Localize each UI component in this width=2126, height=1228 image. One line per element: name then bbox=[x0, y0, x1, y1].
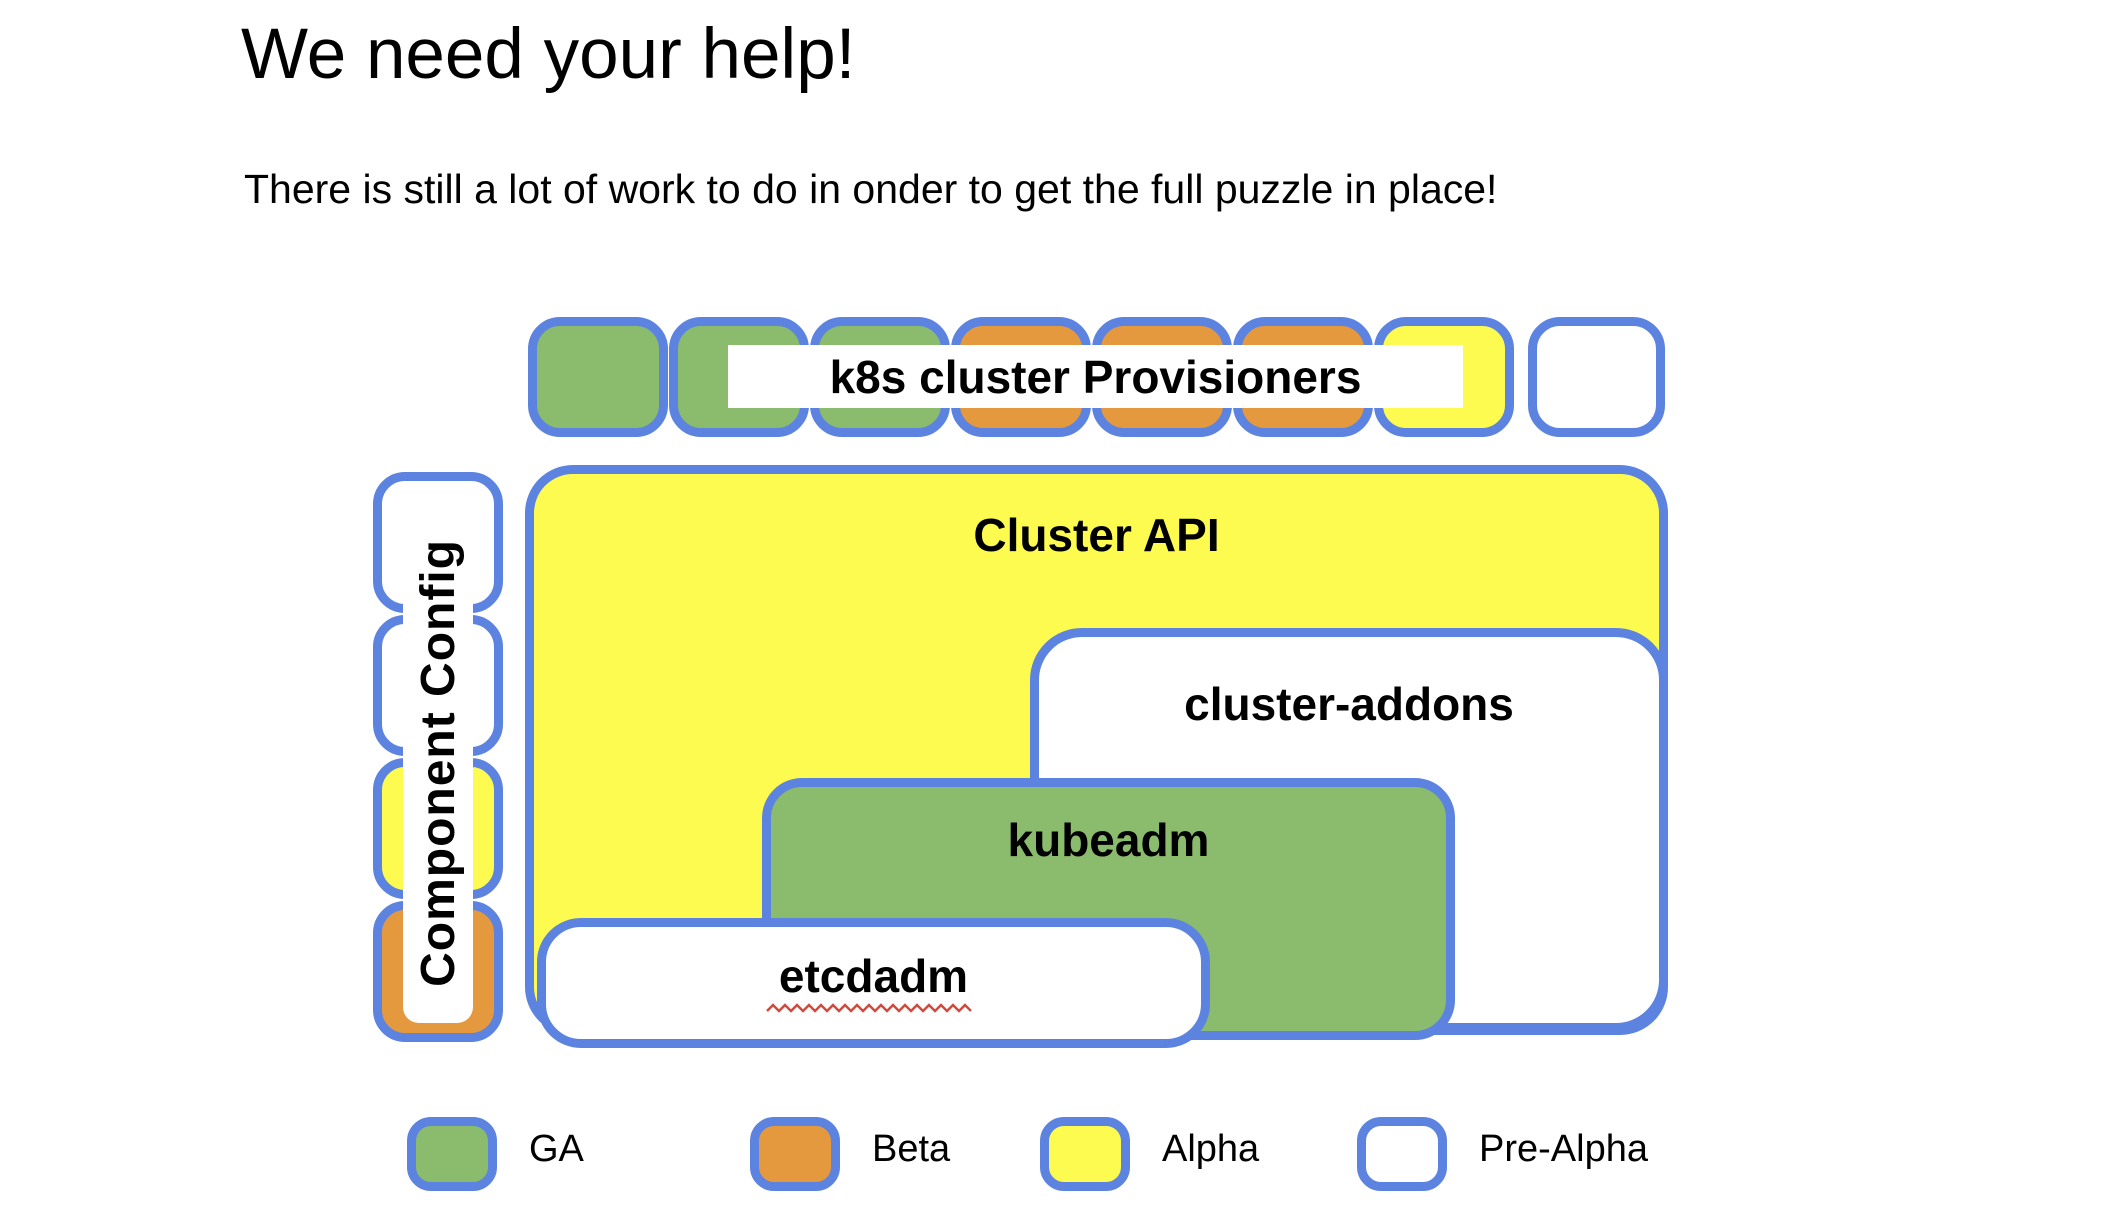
page-title: We need your help! bbox=[241, 15, 856, 94]
legend-label-ga: GA bbox=[529, 1128, 584, 1170]
box-cluster-addons-label: cluster-addons bbox=[1184, 678, 1514, 730]
legend-label-prealpha: Pre-Alpha bbox=[1479, 1128, 1648, 1170]
page-subtitle: There is still a lot of work to do in on… bbox=[244, 166, 1498, 212]
box-cluster-api-label: Cluster API bbox=[973, 509, 1220, 561]
component-config-label: Component Config bbox=[411, 539, 465, 987]
legend-label-beta: Beta bbox=[872, 1128, 951, 1170]
provisioner-piece-prealpha bbox=[1528, 317, 1665, 437]
legend-swatch-alpha bbox=[1040, 1117, 1130, 1191]
legend-swatch-prealpha bbox=[1357, 1117, 1447, 1191]
box-etcdadm: etcdadm bbox=[537, 918, 1210, 1048]
component-config-label-strip: Component Config bbox=[403, 503, 473, 1023]
provisioner-piece-ga bbox=[528, 317, 668, 437]
legend-label-alpha: Alpha bbox=[1162, 1128, 1260, 1170]
legend-swatch-beta bbox=[750, 1117, 840, 1191]
legend: GA Beta Alpha Pre-Alpha bbox=[0, 1117, 2126, 1217]
provisioner-row-label: k8s cluster Provisioners bbox=[728, 345, 1463, 408]
spellcheck-squiggle-icon bbox=[765, 1003, 972, 1013]
legend-swatch-ga bbox=[407, 1117, 497, 1191]
box-kubeadm-label: kubeadm bbox=[1007, 814, 1210, 866]
box-etcdadm-label: etcdadm bbox=[778, 950, 969, 1002]
